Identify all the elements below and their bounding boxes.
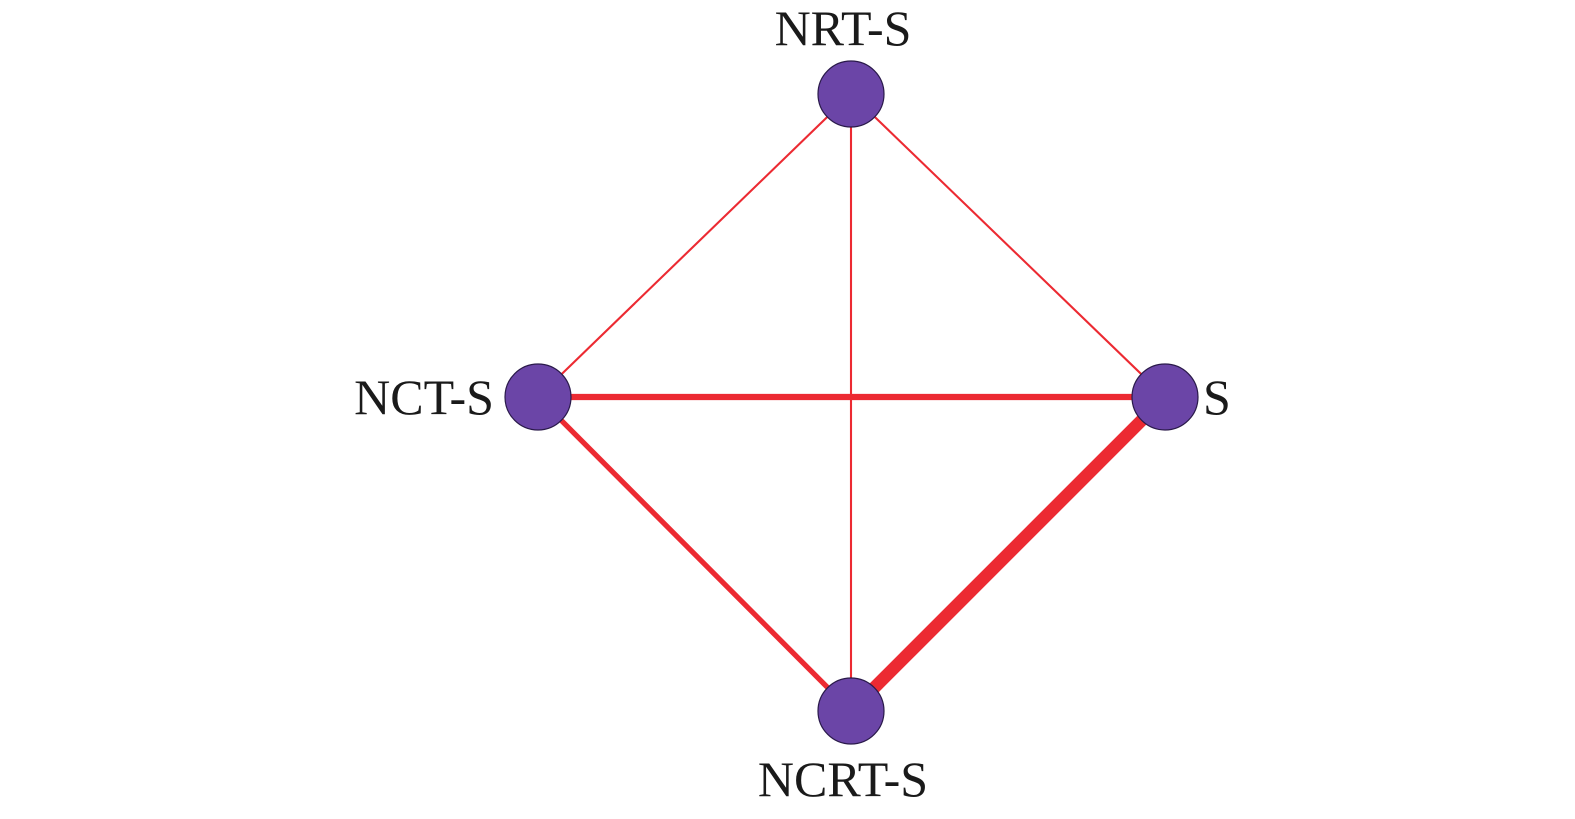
edge-s-ncrt-s xyxy=(846,392,1170,716)
node-label-ncrt-s: NCRT-S xyxy=(758,751,928,807)
node-label-s: S xyxy=(1203,369,1231,425)
edge-nct-s-ncrt-s xyxy=(536,395,853,713)
node-nrt-s xyxy=(817,60,885,128)
edge-nrt-s-nct-s xyxy=(537,93,852,398)
node-nct-s xyxy=(504,363,572,431)
node-s xyxy=(1131,363,1199,431)
labels-layer: NRT-S NCT-S S NCRT-S xyxy=(354,0,1231,807)
edges-layer xyxy=(536,93,1170,716)
node-label-nct-s: NCT-S xyxy=(354,369,494,425)
node-ncrt-s xyxy=(817,677,885,745)
nodes-layer xyxy=(504,60,1199,745)
edge-nrt-s-s xyxy=(850,93,1166,398)
node-label-nrt-s: NRT-S xyxy=(775,0,912,56)
